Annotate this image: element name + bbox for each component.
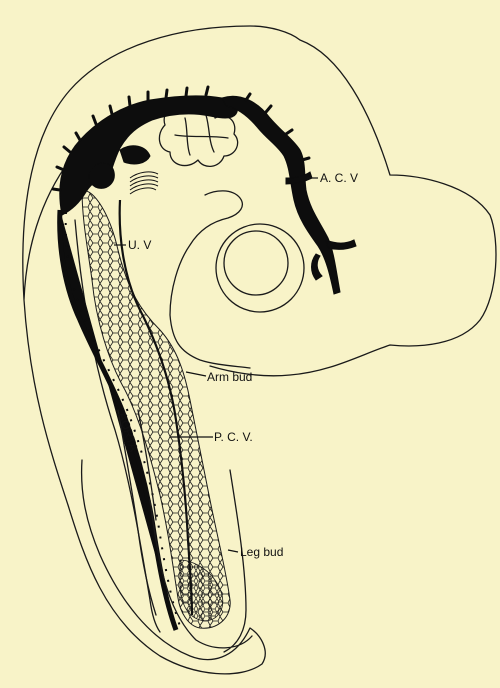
label-uv: U. V [128, 238, 151, 252]
label-leg-bud: Leg bud [240, 545, 283, 559]
inner-body-outline [170, 191, 250, 368]
otic-vesicle-inner [224, 231, 288, 295]
hatched-patch [130, 172, 158, 194]
label-arm-bud: Arm bud [207, 370, 252, 384]
label-pcv: P. C. V. [214, 430, 253, 444]
label-acv: A. C. V [320, 171, 358, 185]
otic-vesicle-outer [216, 224, 304, 312]
vascular-network [82, 190, 230, 628]
